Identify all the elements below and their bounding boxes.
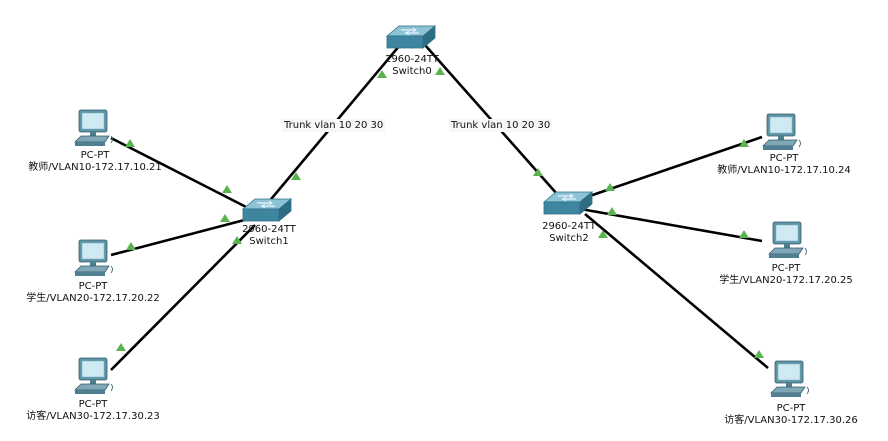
pc4-icon[interactable]	[762, 113, 801, 151]
switch2-model: 2960-24TT	[542, 221, 596, 232]
pc6-icon[interactable]	[770, 360, 809, 398]
port-indicator	[598, 230, 608, 238]
port-indicator	[220, 214, 230, 222]
switch0-name: Switch0	[392, 66, 432, 77]
port-indicator	[222, 185, 232, 193]
switch2-label: 2960-24TT Switch2	[542, 221, 596, 245]
link-switch2-pc5[interactable]	[574, 206, 763, 243]
switch1-name: Switch1	[249, 236, 289, 247]
pc3-type: PC-PT	[78, 399, 108, 410]
port-indicator	[125, 139, 135, 147]
port-indicator	[435, 67, 445, 75]
link-switch2-pc6[interactable]	[584, 213, 769, 369]
switch1-icon[interactable]	[242, 198, 292, 222]
pc2-type: PC-PT	[78, 281, 108, 292]
link-switch1-pc1[interactable]	[110, 136, 253, 212]
switch1-label: 2960-24TT Switch1	[242, 224, 296, 248]
port-indicator	[533, 168, 543, 176]
pc3-label: PC-PT 访客/VLAN30-172.17.30.23	[26, 399, 159, 423]
port-indicator	[291, 172, 301, 180]
pc1-label: PC-PT 教师/VLAN10-172.17.10.21	[28, 150, 161, 174]
port-indicator	[607, 207, 617, 215]
pc2-label: PC-PT 学生/VLAN20-172.17.20.22	[26, 281, 159, 305]
pc3-icon[interactable]	[74, 357, 113, 395]
pc4-type: PC-PT	[769, 153, 799, 164]
pc5-desc: 学生/VLAN20-172.17.20.25	[719, 275, 853, 286]
pc6-type: PC-PT	[776, 403, 806, 414]
trunk-label-left: Trunk vlan 10 20 30	[282, 119, 386, 132]
port-indicator	[232, 236, 242, 244]
port-indicator	[605, 183, 615, 191]
pc3-desc: 访客/VLAN30-172.17.30.23	[26, 411, 160, 422]
pc6-desc: 访客/VLAN30-172.17.30.26	[724, 415, 858, 426]
switch0-label: 2960-24TT Switch0	[385, 54, 439, 78]
switch0-model: 2960-24TT	[385, 54, 439, 65]
port-indicator	[377, 70, 387, 78]
port-indicator	[739, 139, 749, 147]
port-indicator	[739, 230, 749, 238]
pc1-type: PC-PT	[80, 150, 110, 161]
port-indicator	[754, 350, 764, 358]
pc2-icon[interactable]	[74, 239, 113, 277]
port-indicator	[126, 242, 136, 250]
pc5-label: PC-PT 学生/VLAN20-172.17.20.25	[719, 263, 852, 287]
pc6-label: PC-PT 访客/VLAN30-172.17.30.26	[724, 403, 857, 427]
pc4-desc: 教师/VLAN10-172.17.10.24	[717, 165, 851, 176]
pc1-desc: 教师/VLAN10-172.17.10.21	[28, 162, 162, 173]
pc4-label: PC-PT 教师/VLAN10-172.17.10.24	[717, 153, 850, 177]
trunk-label-right: Trunk vlan 10 20 30	[449, 119, 553, 132]
pc1-icon[interactable]	[74, 109, 113, 147]
pc2-desc: 学生/VLAN20-172.17.20.22	[26, 293, 160, 304]
switch1-model: 2960-24TT	[242, 224, 296, 235]
link-switch1-pc3[interactable]	[110, 224, 256, 371]
switch0-icon[interactable]	[386, 25, 436, 49]
pc5-type: PC-PT	[771, 263, 801, 274]
pc5-icon[interactable]	[768, 221, 807, 259]
switch2-name: Switch2	[549, 233, 589, 244]
port-indicator	[116, 343, 126, 351]
